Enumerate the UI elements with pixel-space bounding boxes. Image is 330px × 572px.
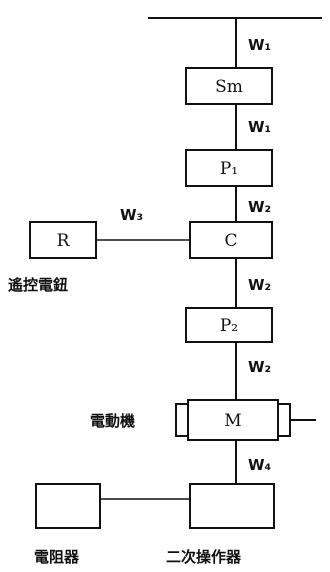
p2-block — [185, 307, 273, 343]
m-label: M — [224, 411, 241, 431]
caption-motor: 電動機 — [90, 412, 135, 430]
wire-label-w1-top: W₁ — [248, 36, 271, 54]
resistor-block — [35, 483, 101, 529]
motor-left-cap — [175, 403, 189, 437]
sm-label: Sm — [215, 77, 243, 97]
motor-body — [187, 399, 279, 441]
c-label: C — [224, 231, 237, 251]
p1-label: P₁ — [220, 159, 238, 179]
wire-label-w2-c: W₂ — [248, 358, 271, 376]
wire-label-w1-mid: W₁ — [248, 118, 271, 136]
r-label: R — [57, 231, 71, 251]
wire-label-w3: W₃ — [120, 206, 143, 224]
c-block — [189, 221, 273, 259]
sm-block — [185, 67, 273, 105]
caption-resistor: 電阻器 — [34, 548, 80, 566]
caption-secondary-controller: 二次操作器 — [166, 548, 242, 566]
wire-label-w2-a: W₂ — [248, 198, 271, 216]
secondary-controller-block — [189, 483, 275, 529]
p2-label: P₂ — [220, 316, 238, 336]
motor-block — [175, 399, 316, 441]
wire-label-w4: W₄ — [248, 456, 271, 474]
wire-label-w2-b: W₂ — [248, 276, 271, 294]
motor-right-cap — [277, 403, 291, 437]
caption-remote-key: 遙控電鈕 — [8, 276, 68, 294]
p1-block — [185, 149, 273, 187]
r-block — [29, 221, 97, 259]
